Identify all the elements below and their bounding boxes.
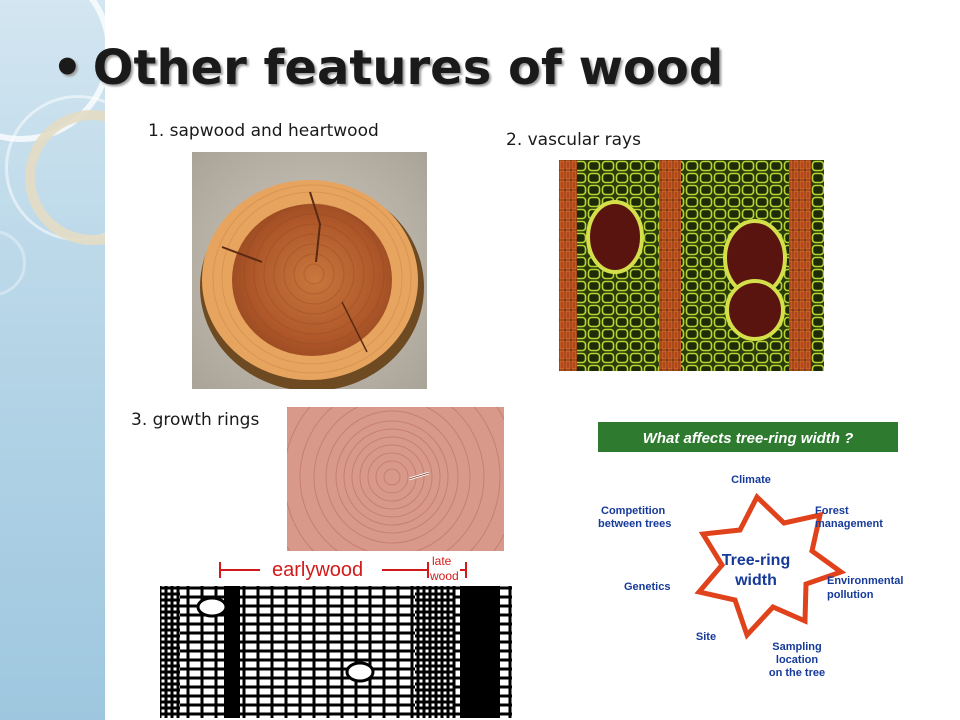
earlywood-latewood-diagram: earlywood late wood bbox=[160, 552, 512, 718]
growth-rings-image bbox=[287, 407, 504, 551]
decorative-sidebar bbox=[0, 0, 105, 720]
wood-label: wood bbox=[429, 569, 459, 583]
label-vascular-rays: 2. vascular rays bbox=[506, 130, 641, 150]
tree-ring-width-diagram: What affects tree-ring width ? Tree-ring… bbox=[596, 422, 924, 687]
decorative-ring bbox=[0, 230, 26, 296]
factor-competition-line2: between trees bbox=[598, 518, 671, 530]
diagram-header-bar bbox=[598, 422, 898, 452]
factor-site: Site bbox=[696, 631, 716, 643]
tree-ring-star bbox=[694, 492, 847, 640]
factor-sampling-line2: location bbox=[776, 654, 818, 666]
factor-climate: Climate bbox=[731, 474, 771, 486]
label-sapwood: 1. sapwood and heartwood bbox=[148, 121, 379, 141]
center-label-line2: width bbox=[734, 572, 777, 589]
earlywood-label: earlywood bbox=[272, 559, 363, 581]
factor-genetics: Genetics bbox=[624, 581, 670, 593]
factor-sampling-line1: Sampling bbox=[772, 641, 822, 653]
factor-environmental-line1: Environmental bbox=[827, 575, 903, 587]
late-label: late bbox=[432, 554, 452, 568]
title-text: Other features of wood bbox=[92, 40, 724, 96]
vascular-rays-micrograph bbox=[559, 160, 824, 371]
factor-forest-line1: Forest bbox=[815, 505, 849, 517]
center-label-line1: Tree-ring bbox=[722, 552, 790, 569]
slide-title: •Other features of wood bbox=[52, 40, 723, 96]
factor-environmental-line2: pollution bbox=[827, 589, 874, 601]
log-cross-section-image bbox=[192, 152, 427, 389]
factor-forest-line2: management bbox=[815, 518, 883, 530]
vascular-rays-image bbox=[559, 160, 824, 371]
label-growth-rings: 3. growth rings bbox=[131, 410, 260, 430]
diagram-header: What affects tree-ring width ? bbox=[643, 430, 854, 447]
sapwood-heartwood-photo bbox=[192, 152, 427, 389]
factor-sampling-line3: on the tree bbox=[769, 667, 825, 679]
title-bullet: • bbox=[52, 40, 83, 96]
growth-rings-photo bbox=[287, 407, 504, 551]
factor-competition-line1: Competition bbox=[601, 505, 665, 517]
